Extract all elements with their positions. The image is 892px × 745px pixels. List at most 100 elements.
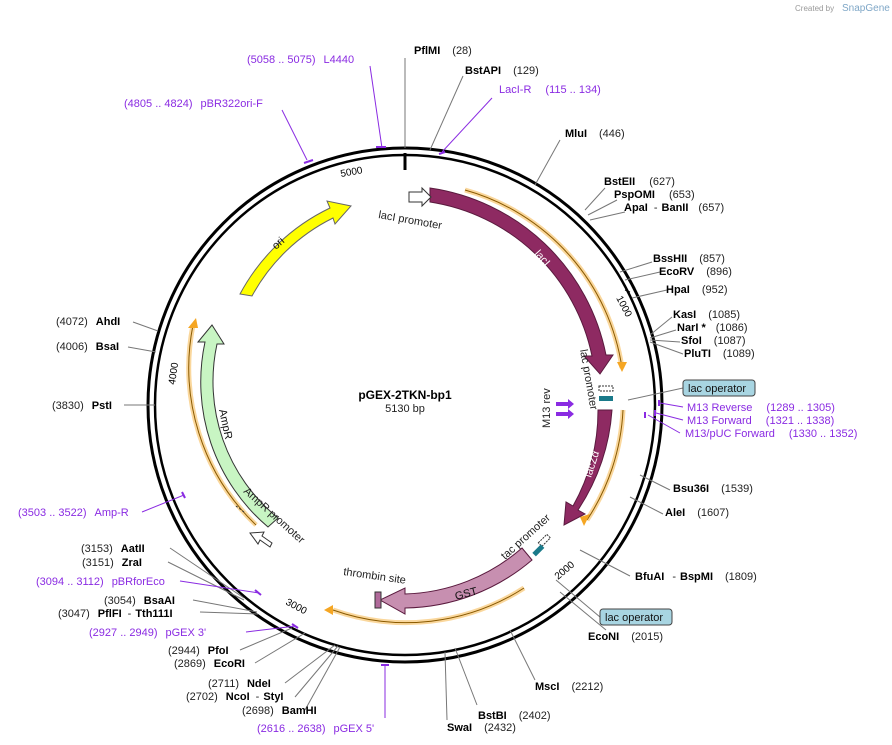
primer-pGEX3[interactable]: (2927 .. 2949)pGEX 3' bbox=[89, 627, 206, 639]
leader-BstAPI bbox=[429, 75, 464, 151]
enzyme-SwaI[interactable]: SwaI(2432) bbox=[447, 722, 516, 734]
AmpR-arrow[interactable] bbox=[196, 324, 279, 528]
enzyme-MscI[interactable]: MscI(2212) bbox=[535, 681, 603, 693]
enzyme-NarI[interactable]: NarI *(1086) bbox=[677, 322, 748, 334]
m13-rev-label: M13 rev bbox=[541, 388, 553, 428]
feature-ori[interactable]: ori bbox=[239, 200, 352, 297]
enzyme-PluTI[interactable]: PluTI(1089) bbox=[684, 348, 755, 360]
leader-BsaI bbox=[127, 346, 157, 353]
enzyme-BstEII[interactable]: BstEII(627) bbox=[604, 176, 675, 188]
primer-Amp-R[interactable]: (3503 .. 3522)Amp-R bbox=[18, 507, 129, 519]
enzyme-PfoI[interactable]: (2944)PfoI bbox=[168, 645, 229, 657]
orf-lacZa-arrow bbox=[580, 514, 590, 526]
plasmid-name: pGEX-2TKN-bp1 bbox=[358, 388, 452, 402]
enzyme-BstBI[interactable]: BstBI(2402) bbox=[478, 710, 551, 722]
enzyme-ApaI[interactable]: ApaI-BanII(657) bbox=[624, 202, 724, 214]
leader-BsaAI bbox=[192, 599, 258, 613]
GST-arrow[interactable] bbox=[378, 547, 533, 615]
lac-operator-callouts[interactable]: lac operator lac operator bbox=[599, 379, 756, 626]
enzyme-MluI[interactable]: MluI(446) bbox=[565, 128, 625, 140]
lac-operator-callout-2[interactable] bbox=[599, 608, 673, 626]
AmpR-promoter-label: AmpR promoter bbox=[241, 485, 307, 546]
primer-pGEX5[interactable]: (2616 .. 2638)pGEX 5' bbox=[257, 723, 374, 735]
enzyme-EcoNI[interactable]: EcoNI(2015) bbox=[588, 631, 663, 643]
enzyme-BfuAI[interactable]: BfuAI-BspMI(1809) bbox=[635, 571, 757, 583]
tick-5000-label: 5000 bbox=[340, 165, 364, 180]
leader-BstEII bbox=[584, 187, 606, 211]
orf-lacZa-line bbox=[586, 409, 624, 521]
enzyme-PflMI[interactable]: PflMI(28) bbox=[414, 45, 472, 57]
feature-lacZa[interactable]: lacZα bbox=[563, 409, 613, 526]
enzyme-labels-left[interactable]: (4072)AhdI (4006)BsaI (3830)PstI (3153)A… bbox=[52, 316, 317, 717]
enzyme-PflFI[interactable]: (3047)PflFI-Tth111I bbox=[58, 608, 173, 620]
enzyme-NcoI[interactable]: (2702)NcoI-StyI bbox=[186, 691, 284, 703]
enzyme-PspOMI[interactable]: PspOMI(653) bbox=[614, 189, 695, 201]
lac-operator-box-2[interactable] bbox=[532, 544, 545, 557]
lacI-arrow[interactable] bbox=[429, 187, 614, 375]
enzyme-NdeI[interactable]: (2711)NdeI bbox=[208, 678, 271, 690]
ori-arrow[interactable] bbox=[239, 200, 352, 297]
enzyme-AhdI[interactable]: (4072)AhdI bbox=[56, 316, 120, 328]
primer-L4440[interactable]: (5058 .. 5075)L4440 bbox=[247, 54, 354, 66]
leader-Amp-R bbox=[141, 494, 185, 513]
primer-labels[interactable]: (5058 .. 5075)L4440 (4805 .. 4824)pBR322… bbox=[18, 54, 857, 735]
enzyme-KasI[interactable]: KasI(1085) bbox=[673, 309, 740, 321]
enzyme-SfoI[interactable]: SfoI(1087) bbox=[681, 335, 746, 347]
leader-MscI bbox=[509, 629, 536, 681]
primer-mark-LacI-R bbox=[438, 151, 446, 155]
primer-LacI-R[interactable]: LacI-R(115 .. 134) bbox=[499, 84, 601, 96]
leader-EcoRI bbox=[254, 632, 306, 664]
enzyme-AatII[interactable]: (3153)AatII bbox=[81, 543, 145, 555]
primer-M13pUC-Forward[interactable]: M13/pUC Forward(1330 .. 1352) bbox=[685, 428, 857, 440]
primer-pBRforEco[interactable]: (3094 .. 3112)pBRforEco bbox=[36, 576, 165, 588]
leader-NcoI bbox=[294, 645, 339, 698]
leader-lac-operator-1 bbox=[627, 387, 684, 401]
lac-operator-callout-1[interactable] bbox=[682, 379, 756, 397]
feature-AmpR-promoter[interactable]: AmpR promoter bbox=[241, 485, 307, 548]
feature-AmpR[interactable]: AmpR bbox=[196, 324, 279, 528]
orf-arcs bbox=[186, 187, 627, 626]
leader-EcoNI bbox=[559, 591, 607, 631]
leader-AhdI bbox=[132, 321, 159, 332]
lac-promoter-box[interactable] bbox=[598, 385, 614, 392]
primer-M13-Reverse[interactable]: M13 Reverse(1289 .. 1305) bbox=[687, 402, 835, 414]
enzyme-BssHII[interactable]: BssHII(857) bbox=[653, 253, 725, 265]
leader-BstBI bbox=[454, 647, 478, 706]
leader-BssHII bbox=[619, 261, 653, 273]
leader-MluI bbox=[534, 139, 561, 186]
enzyme-BamHI[interactable]: (2698)BamHI bbox=[242, 705, 317, 717]
lacI-promoter-label: lacI promoter bbox=[377, 209, 443, 232]
leader-PluTI bbox=[649, 341, 684, 355]
primer-mark-pBR322ori bbox=[303, 159, 314, 164]
enzyme-BsaI[interactable]: (4006)BsaI bbox=[56, 341, 119, 353]
thrombin-site-box[interactable] bbox=[374, 591, 382, 609]
m13-rev-arrow-1[interactable] bbox=[556, 399, 574, 409]
lacI-promoter-arrow[interactable] bbox=[408, 186, 432, 208]
AmpR-promoter-arrow[interactable] bbox=[249, 531, 273, 548]
GST-label: GST bbox=[454, 585, 479, 603]
orf-AmpR-arrow bbox=[188, 318, 198, 328]
lacZa-arrow[interactable] bbox=[563, 409, 613, 526]
enzyme-PstI[interactable]: (3830)PstI bbox=[52, 400, 112, 412]
tick-1000-mark bbox=[624, 289, 631, 293]
feature-GST[interactable]: GST bbox=[378, 547, 533, 615]
primer-M13-Forward[interactable]: M13 Forward(1321 .. 1338) bbox=[687, 415, 834, 427]
primer-pBR322ori-F[interactable]: (4805 .. 4824)pBR322ori-F bbox=[124, 98, 263, 110]
leader-PflFI bbox=[199, 611, 259, 615]
lac-operator-box-1[interactable] bbox=[599, 396, 613, 401]
tac-promoter-box[interactable] bbox=[537, 533, 552, 548]
leader-SfoI bbox=[649, 339, 681, 343]
enzyme-HpaI[interactable]: HpaI(952) bbox=[666, 284, 728, 296]
enzyme-AleI[interactable]: AleI(1607) bbox=[665, 507, 729, 519]
enzyme-labels-right[interactable]: PflMI(28) BstAPI(129) MluI(446) BstEII(6… bbox=[414, 45, 757, 734]
enzyme-ZraI[interactable]: (3151)ZraI bbox=[82, 557, 142, 569]
m13-rev-arrow-2[interactable] bbox=[556, 409, 574, 419]
enzyme-EcoRV[interactable]: EcoRV(896) bbox=[659, 266, 732, 278]
snapgene-brand: Created by SnapGene bbox=[795, 3, 890, 14]
enzyme-Bsu36I[interactable]: Bsu36I(1539) bbox=[673, 483, 753, 495]
enzyme-BsaAI[interactable]: (3054)BsaAI bbox=[104, 595, 175, 607]
enzyme-BstAPI[interactable]: BstAPI(129) bbox=[465, 65, 539, 77]
leader-BamHI bbox=[304, 646, 341, 711]
enzyme-EcoRI[interactable]: (2869)EcoRI bbox=[174, 658, 245, 670]
leader-HpaI bbox=[631, 289, 668, 299]
